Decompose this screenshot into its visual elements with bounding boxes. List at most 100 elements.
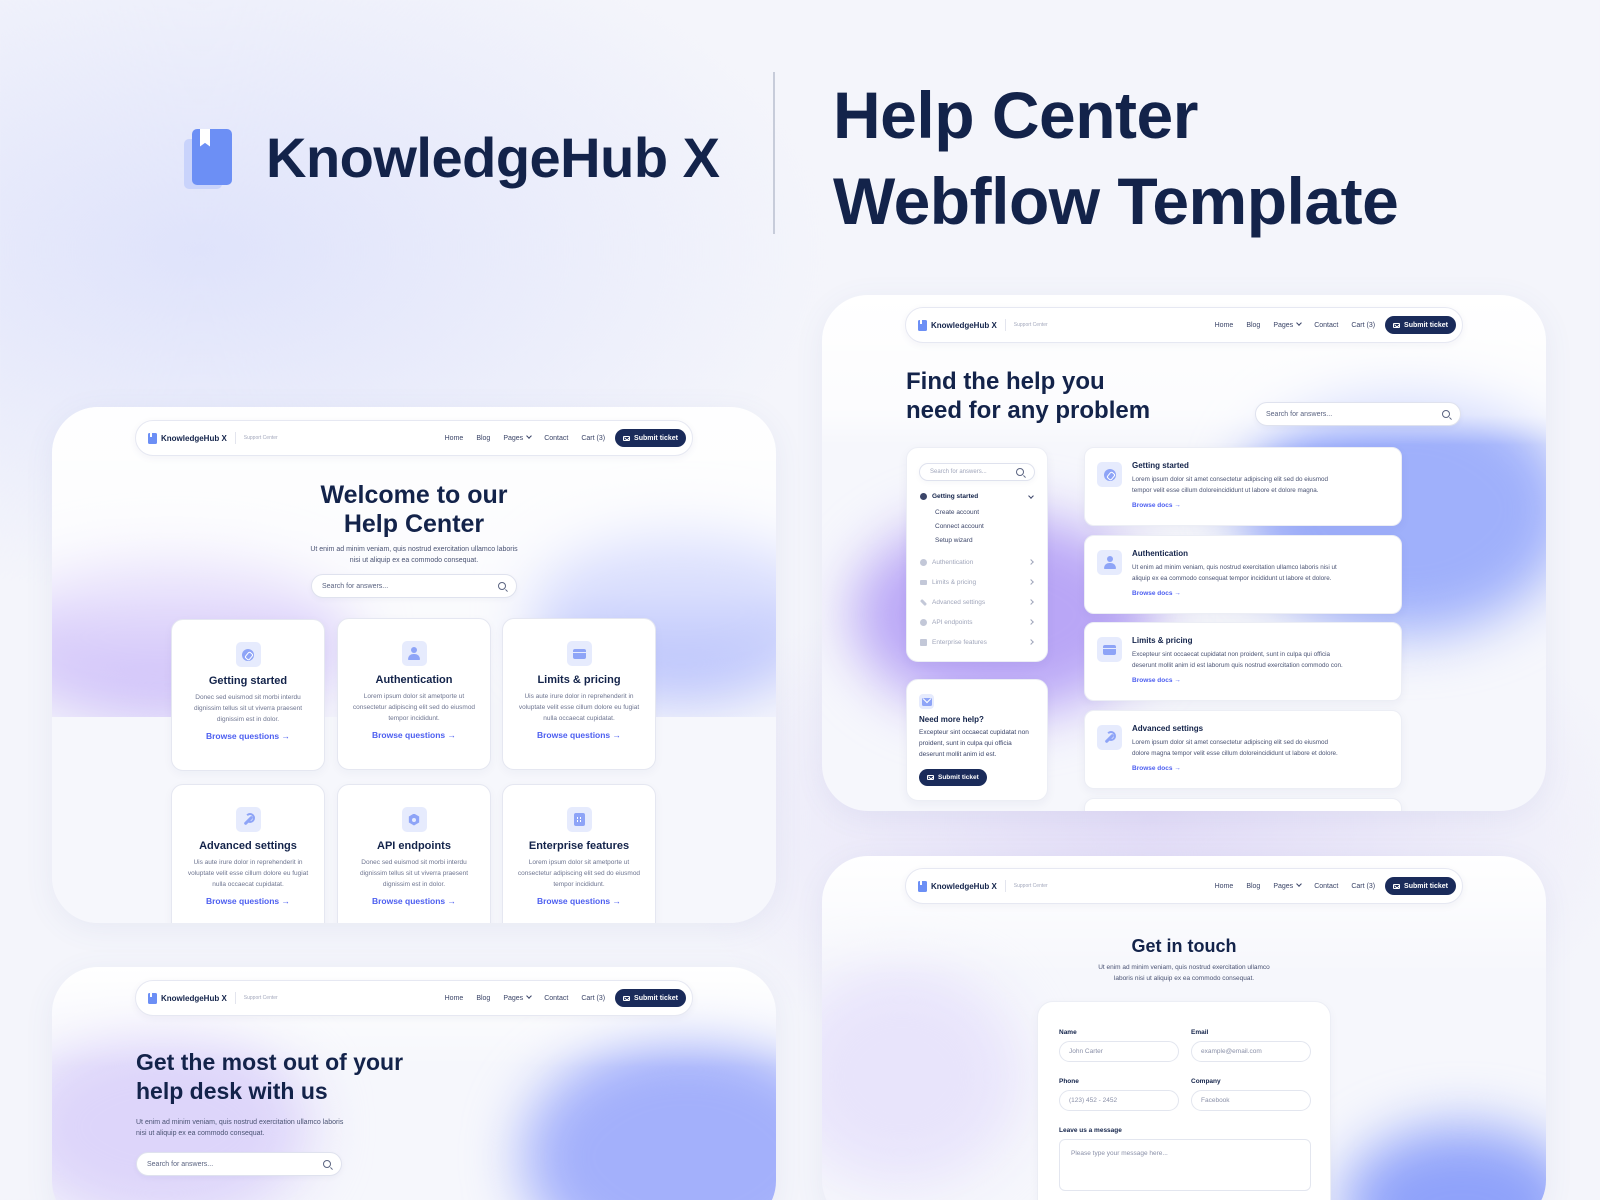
category-card[interactable]: Authentication Lorem ipsum dolor sit ame…: [337, 618, 491, 770]
nav-cart[interactable]: Cart (3): [581, 994, 606, 1002]
mail-icon: [623, 435, 631, 441]
panel-docs-preview: KnowledgeHub X Support Center Home Blog …: [822, 295, 1546, 811]
panel-home-preview: KnowledgeHub X Support Center Home Blog …: [52, 407, 776, 923]
mail-icon: [919, 694, 934, 709]
chevron-down-icon: [1296, 880, 1303, 887]
doc-card[interactable]: Advanced settings Lorem ipsum dolor sit …: [1084, 710, 1402, 789]
nav-cart[interactable]: Cart (3): [1351, 321, 1376, 329]
sidebar-search-input[interactable]: Search for answers...: [919, 463, 1035, 481]
sidebar-item-limits-pricing[interactable]: Limits & pricing: [907, 572, 1047, 592]
nav-brand[interactable]: KnowledgeHub X: [161, 993, 227, 1003]
browse-docs-link[interactable]: Browse docs →: [1132, 590, 1181, 597]
nav-pages[interactable]: Pages: [503, 432, 533, 442]
nav-home[interactable]: Home: [444, 994, 464, 1002]
category-card[interactable]: API endpoints Donec sed euismod sit morb…: [337, 784, 491, 923]
nav-blog[interactable]: Blog: [1246, 321, 1261, 329]
category-card[interactable]: Enterprise features Lorem ipsum dolor si…: [502, 784, 656, 923]
nav-blog[interactable]: Blog: [476, 994, 491, 1002]
browse-questions-link[interactable]: Browse questions →: [371, 896, 457, 906]
nav-brand[interactable]: KnowledgeHub X: [161, 433, 227, 443]
doc-card[interactable]: Limits & pricing Excepteur sint occaecat…: [1084, 622, 1402, 701]
browse-questions-link[interactable]: Browse questions →: [205, 896, 291, 906]
company-field[interactable]: Facebook: [1191, 1090, 1311, 1111]
nav-brand[interactable]: KnowledgeHub X: [931, 881, 997, 891]
sidebar-subitem-create-account[interactable]: Create account: [935, 509, 980, 516]
nav-cart[interactable]: Cart (3): [581, 434, 606, 442]
nav-cart[interactable]: Cart (3): [1351, 882, 1376, 890]
nav-contact[interactable]: Contact: [1314, 882, 1339, 890]
hero-title: Help Center Webflow Template: [833, 72, 1399, 244]
nav-pages[interactable]: Pages: [1273, 319, 1303, 329]
doc-card[interactable]: Getting started Lorem ipsum dolor sit am…: [1084, 447, 1402, 526]
sidebar-item-getting-started[interactable]: Getting started: [907, 486, 1047, 506]
search-icon: [323, 1160, 331, 1168]
company-label: Company: [1191, 1078, 1221, 1085]
category-card[interactable]: Getting started Donec sed euismod sit mo…: [171, 619, 325, 771]
user-icon: [920, 558, 927, 566]
panel-blog-preview: KnowledgeHub X Support Center Home Blog …: [52, 967, 776, 1200]
nav-contact[interactable]: Contact: [544, 994, 569, 1002]
nav-home[interactable]: Home: [1214, 882, 1234, 890]
browse-questions-link[interactable]: Browse questions →: [536, 896, 622, 906]
hero-title-line1: Help Center: [833, 78, 1198, 152]
search-input[interactable]: Search for answers...: [136, 1152, 342, 1176]
submit-ticket-button[interactable]: Submit ticket: [615, 429, 686, 447]
nav-blog[interactable]: Blog: [476, 434, 491, 442]
browse-questions-link[interactable]: Browse questions →: [371, 730, 457, 740]
logo-icon: [148, 432, 157, 444]
mail-icon: [1393, 883, 1401, 889]
browse-docs-link[interactable]: Browse docs →: [1132, 502, 1181, 509]
phone-field[interactable]: (123) 452 - 2452: [1059, 1090, 1179, 1111]
nav-separator: [1004, 319, 1006, 331]
contact-form: Name John Carter Email example@email.com…: [1037, 1001, 1331, 1200]
nav-home[interactable]: Home: [1214, 321, 1234, 329]
book-logo-icon: [184, 127, 234, 189]
wrench-icon: [919, 598, 928, 606]
sidebar-item-api-endpoints[interactable]: API endpoints: [907, 612, 1047, 632]
nav-pages[interactable]: Pages: [1273, 880, 1303, 890]
nav-subtitle: Support Center: [1013, 883, 1048, 889]
page-title: Welcome to our Help Center: [320, 481, 508, 538]
browse-docs-link[interactable]: Browse docs →: [1132, 765, 1181, 772]
submit-ticket-button[interactable]: Submit ticket: [919, 769, 987, 786]
nav-bar: KnowledgeHub X Support Center Home Blog …: [135, 980, 693, 1016]
category-card[interactable]: Limits & pricing Uis aute irure dolor in…: [502, 618, 656, 770]
nav-contact[interactable]: Contact: [544, 434, 569, 442]
hero-brand: KnowledgeHub X: [184, 125, 720, 190]
search-input[interactable]: Search for answers...: [311, 574, 517, 598]
nav-pages[interactable]: Pages: [503, 992, 533, 1002]
browse-questions-link[interactable]: Browse questions →: [205, 731, 291, 741]
submit-ticket-button[interactable]: Submit ticket: [615, 989, 686, 1007]
sidebar-item-enterprise-features[interactable]: Enterprise features: [907, 632, 1047, 652]
sidebar-item-advanced-settings[interactable]: Advanced settings: [907, 592, 1047, 612]
nav-contact[interactable]: Contact: [1314, 321, 1339, 329]
nav-brand[interactable]: KnowledgeHub X: [931, 320, 997, 330]
doc-card[interactable]: [1084, 798, 1402, 811]
doc-card[interactable]: Authentication Ut enim ad minim veniam, …: [1084, 535, 1402, 614]
name-field[interactable]: John Carter: [1059, 1041, 1179, 1062]
logo-icon: [918, 319, 927, 331]
user-icon: [401, 641, 427, 666]
browse-docs-link[interactable]: Browse docs →: [1132, 677, 1181, 684]
browse-questions-link[interactable]: Browse questions →: [536, 730, 622, 740]
search-icon: [498, 582, 506, 590]
mail-icon: [927, 775, 934, 780]
page-subtitle: Ut enim ad minim veniam, quis nostrud ex…: [136, 1119, 344, 1137]
sidebar-item-authentication[interactable]: Authentication: [907, 552, 1047, 572]
submit-ticket-button[interactable]: Submit ticket: [1385, 316, 1456, 334]
email-field[interactable]: example@email.com: [1191, 1041, 1311, 1062]
search-input[interactable]: Search for answers...: [1255, 402, 1461, 426]
credit-card-icon: [1097, 637, 1122, 662]
sidebar-subitem-setup-wizard[interactable]: Setup wizard: [935, 537, 973, 544]
nav-blog[interactable]: Blog: [1246, 882, 1261, 890]
sidebar-subitem-connect-account[interactable]: Connect account: [935, 523, 984, 530]
nav-subtitle: Support Center: [243, 995, 278, 1001]
hero-brand-name: KnowledgeHub X: [266, 126, 720, 189]
message-textarea[interactable]: Please type your message here...: [1059, 1139, 1311, 1191]
gear-icon: [920, 618, 927, 626]
gear-icon: [401, 807, 427, 832]
submit-ticket-button[interactable]: Submit ticket: [1385, 877, 1456, 895]
nav-home[interactable]: Home: [444, 434, 464, 442]
nav-bar: KnowledgeHub X Support Center Home Blog …: [905, 307, 1463, 343]
category-card[interactable]: Advanced settings Uis aute irure dolor i…: [171, 784, 325, 923]
